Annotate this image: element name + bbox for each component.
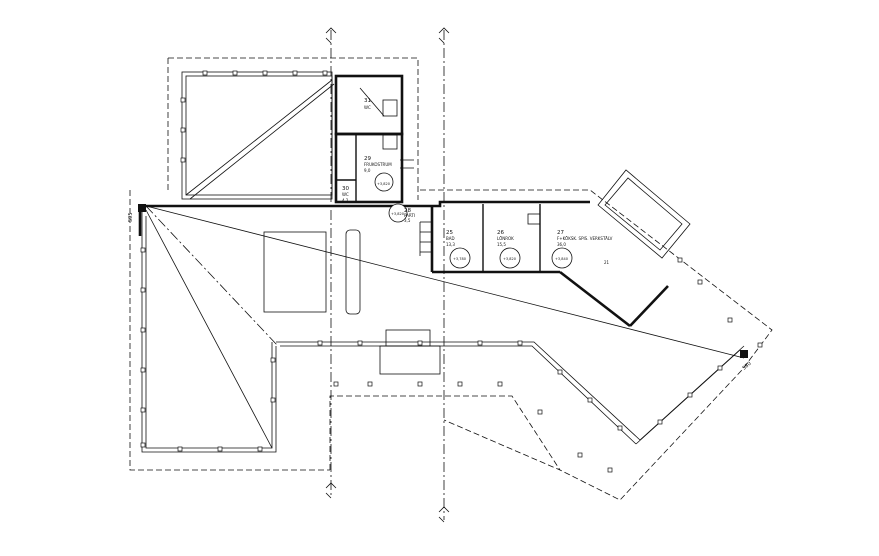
post-marker [577, 452, 583, 458]
right-wing-roof [420, 169, 773, 501]
post-marker [180, 127, 186, 133]
corner-markers: 595 580 [128, 204, 753, 372]
room-29-area: 9,0 [364, 168, 371, 173]
room-31-number: 31 [364, 98, 371, 104]
post-marker [292, 70, 298, 76]
right-wing-rooms [388, 203, 573, 272]
room-26-number: 26 [497, 230, 504, 236]
post-marker [202, 70, 208, 76]
room-28-name: PARTI [404, 213, 415, 218]
room-27-area: 36,0 [557, 242, 566, 247]
post-marker [322, 70, 328, 76]
post-marker [180, 157, 186, 163]
post-marker [477, 340, 483, 346]
room-30-number: 30 [342, 186, 349, 192]
room-30-name: WC [342, 192, 349, 197]
room-labels: 31 WC 29 FRUKOSTRUM 9,0 +3,820 30 WC 4,2… [342, 98, 613, 265]
post-marker [140, 327, 146, 333]
post-marker [557, 369, 563, 375]
post-marker [140, 367, 146, 373]
post-marker [217, 446, 223, 452]
wet-room-block [334, 74, 414, 204]
room-28-level: +3,820 [391, 212, 404, 216]
post-marker [140, 442, 146, 448]
section-marker-lines [325, 27, 450, 523]
room-28-area: 3,5 [404, 218, 411, 223]
post-marker [757, 342, 763, 348]
room-25-number: 25 [446, 230, 453, 236]
lower-deck [276, 329, 745, 471]
post-marker [270, 357, 276, 363]
post-marker [262, 70, 268, 76]
room-29-number: 29 [364, 156, 371, 162]
post-marker [232, 70, 238, 76]
post-marker [587, 397, 593, 403]
room-21-number: 21 [604, 260, 610, 265]
diagonal-reference-line [145, 205, 745, 359]
post-marker [617, 425, 623, 431]
post-marker [517, 340, 523, 346]
post-marker [607, 467, 613, 473]
room-25-area: 13,3 [446, 242, 455, 247]
post-marker [317, 340, 323, 346]
post-marker [687, 392, 693, 398]
post-marker [257, 446, 263, 452]
room-30-area: 4,2 [342, 198, 349, 203]
room-25-level: +3,780 [453, 257, 466, 261]
upper-left-terrace [181, 71, 335, 200]
post-marker [417, 381, 423, 387]
room-26-area: 15,5 [497, 242, 506, 247]
room-26-name: LÖNROK [497, 236, 514, 241]
dim-left: 595 [128, 212, 134, 222]
post-marker [717, 365, 723, 371]
room-29-level: +3,820 [377, 182, 390, 186]
dim-right: 580 [741, 361, 752, 372]
room-29-name: FRUKOSTRUM [364, 162, 392, 167]
post-marker [140, 287, 146, 293]
post-marker [367, 381, 373, 387]
post-marker [333, 381, 339, 387]
post-marker [727, 317, 733, 323]
post-marker [657, 419, 663, 425]
post-marker [357, 340, 363, 346]
post-marker [497, 381, 503, 387]
post-marker [180, 97, 186, 103]
post-marker [140, 407, 146, 413]
post-marker [270, 397, 276, 403]
room-25-name: BAD [446, 236, 455, 241]
room-27-name: F+KÖKSK. SPIS. VERKSTÄLV [557, 236, 613, 241]
room-28-number: 28 [404, 208, 411, 214]
post-marker [537, 409, 543, 415]
post-marker [457, 381, 463, 387]
post-marker [417, 340, 423, 346]
room-31-name: WC [364, 105, 371, 110]
structural-posts [140, 70, 763, 473]
room-26-level: +3,820 [503, 257, 516, 261]
room-27-level: +3,840 [555, 257, 568, 261]
post-marker [697, 279, 703, 285]
upper-left-roof-outline [167, 57, 419, 200]
post-marker [677, 257, 683, 263]
room-27-number: 27 [557, 230, 564, 236]
post-marker [140, 247, 146, 253]
post-marker [177, 446, 183, 452]
living-furniture [263, 229, 361, 315]
